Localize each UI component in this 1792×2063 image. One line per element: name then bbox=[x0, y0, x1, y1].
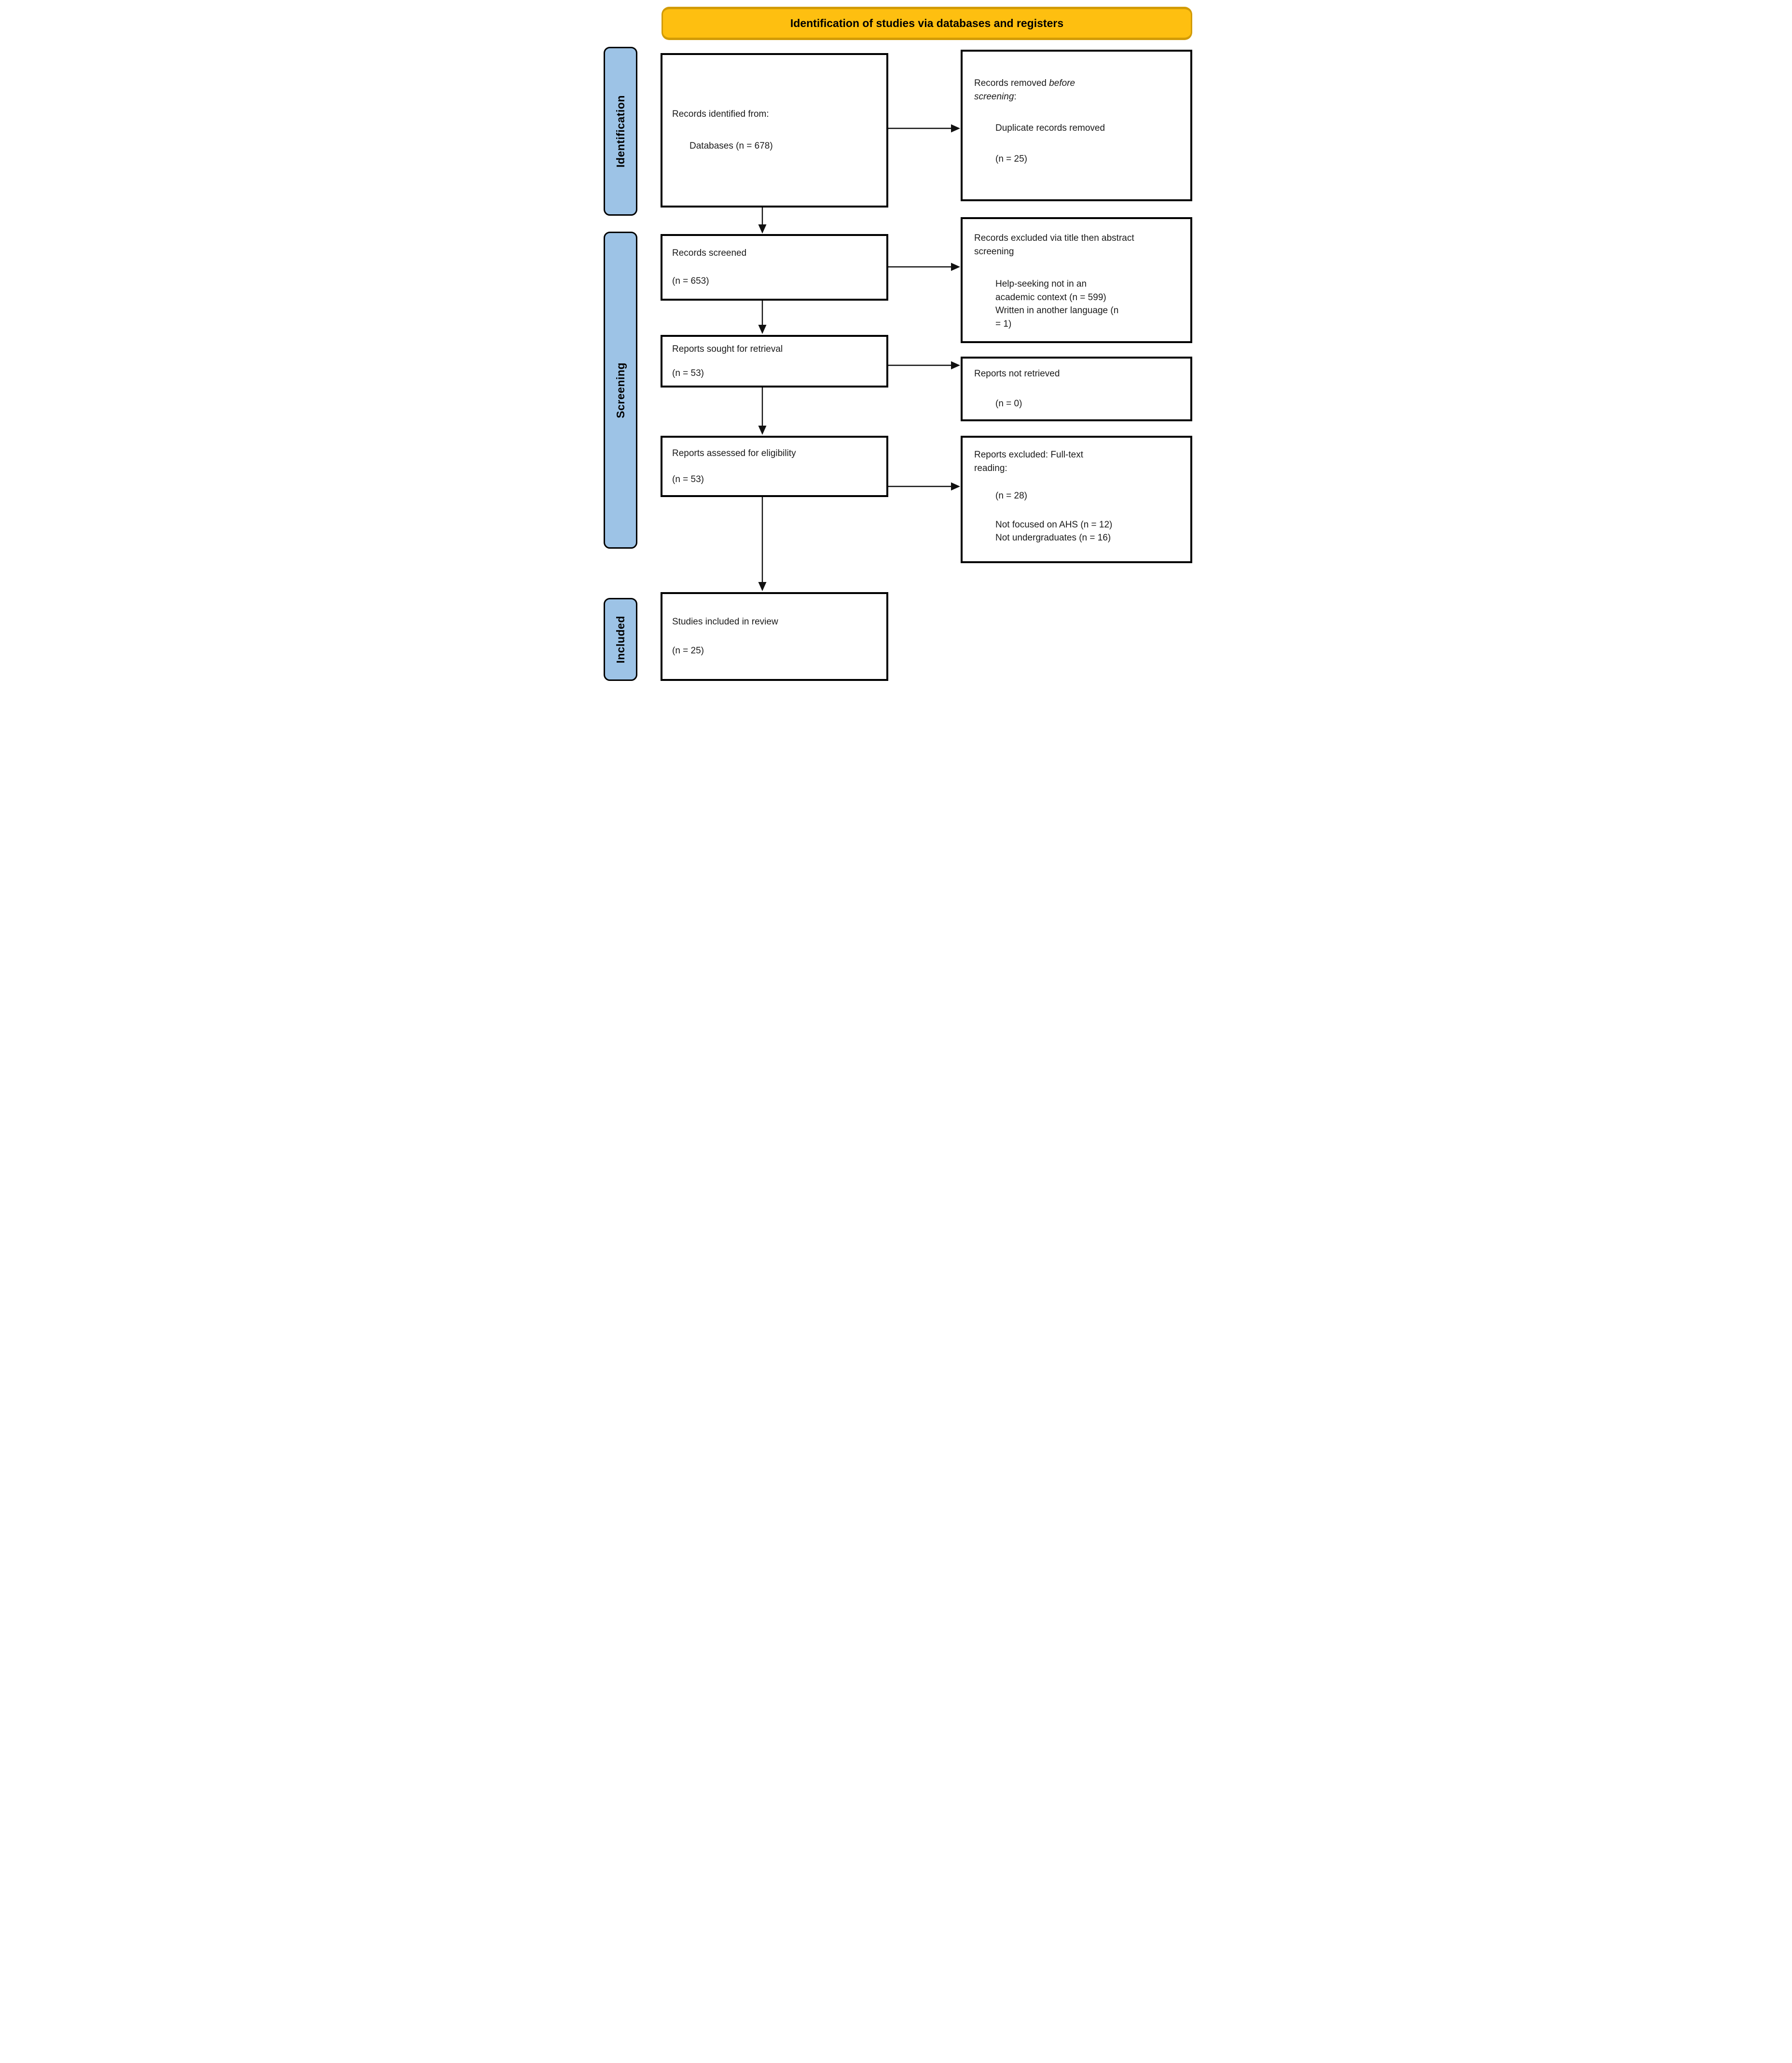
records-removed-suffix: : bbox=[1014, 91, 1017, 102]
reports-excluded-count: (n = 28) bbox=[995, 491, 1028, 501]
reports-excluded-title: Reports excluded: Full-text reading: bbox=[974, 450, 1083, 473]
records-removed-title: Records removed before screening: bbox=[974, 77, 1119, 103]
records-excluded-reason: Written in another language (n = 1) bbox=[995, 305, 1119, 329]
arrow-screened-to-excluded bbox=[888, 263, 960, 271]
arrow-identified-to-removed bbox=[888, 124, 960, 133]
arrow-screened-to-sought bbox=[758, 301, 767, 334]
reports-not-retrieved-count: (n = 0) bbox=[995, 399, 1022, 409]
box-records-identified: Records identified from: Databases (n = … bbox=[661, 53, 888, 208]
stage-label-identification-text: Identification bbox=[614, 95, 627, 168]
stage-label-included: Included bbox=[604, 598, 637, 681]
studies-included-title: Studies included in review bbox=[672, 617, 778, 627]
arrow-sought-to-assessed bbox=[758, 388, 767, 435]
records-removed-prefix: Records removed bbox=[974, 78, 1049, 88]
reports-assessed-title: Reports assessed for eligibility bbox=[672, 448, 796, 458]
stage-label-included-text: Included bbox=[614, 615, 627, 664]
reports-excluded-reason: Not undergraduates (n = 16) bbox=[995, 533, 1111, 543]
prisma-flow-diagram: Identification of studies via databases … bbox=[597, 0, 1195, 688]
records-screened-title: Records screened bbox=[672, 248, 747, 259]
diagram-title-banner: Identification of studies via databases … bbox=[662, 7, 1192, 40]
arrow-identified-to-screened bbox=[758, 208, 767, 234]
reports-excluded-reason: Not focused on AHS (n = 12) bbox=[995, 519, 1113, 530]
records-excluded-title: Records excluded via title then abstract… bbox=[974, 233, 1134, 257]
box-records-excluded: Records excluded via title then abstract… bbox=[961, 217, 1192, 343]
records-identified-databases: Databases (n = 678) bbox=[689, 141, 773, 151]
box-reports-not-retrieved: Reports not retrieved (n = 0) bbox=[961, 357, 1192, 421]
records-identified-title: Records identified from: bbox=[672, 109, 769, 120]
box-reports-sought: Reports sought for retrieval (n = 53) bbox=[661, 335, 888, 388]
stage-label-screening-text: Screening bbox=[614, 362, 627, 418]
stage-label-identification: Identification bbox=[604, 47, 637, 216]
reports-sought-count: (n = 53) bbox=[672, 368, 704, 378]
studies-included-count: (n = 25) bbox=[672, 646, 704, 656]
diagram-title: Identification of studies via databases … bbox=[790, 17, 1064, 29]
records-removed-detail: Duplicate records removed bbox=[995, 123, 1105, 134]
records-screened-count: (n = 653) bbox=[672, 276, 709, 286]
reports-assessed-count: (n = 53) bbox=[672, 474, 704, 485]
records-removed-emphasis: before screening bbox=[974, 78, 1075, 102]
box-records-removed: Records removed before screening: Duplic… bbox=[961, 50, 1192, 201]
records-removed-count: (n = 25) bbox=[995, 153, 1028, 164]
box-records-screened: Records screened (n = 653) bbox=[661, 234, 888, 301]
box-studies-included: Studies included in review (n = 25) bbox=[661, 592, 888, 681]
records-excluded-reason: Help-seeking not in an academic context … bbox=[995, 279, 1106, 303]
arrow-assessed-to-excluded-fulltext bbox=[888, 482, 960, 491]
stage-label-screening: Screening bbox=[604, 232, 637, 549]
reports-sought-title: Reports sought for retrieval bbox=[672, 344, 783, 354]
reports-not-retrieved-title: Reports not retrieved bbox=[974, 369, 1060, 379]
arrow-sought-to-not-retrieved bbox=[888, 361, 960, 370]
box-reports-excluded-fulltext: Reports excluded: Full-text reading: (n … bbox=[961, 436, 1192, 563]
box-reports-assessed: Reports assessed for eligibility (n = 53… bbox=[661, 436, 888, 497]
arrow-assessed-to-included bbox=[758, 497, 767, 591]
